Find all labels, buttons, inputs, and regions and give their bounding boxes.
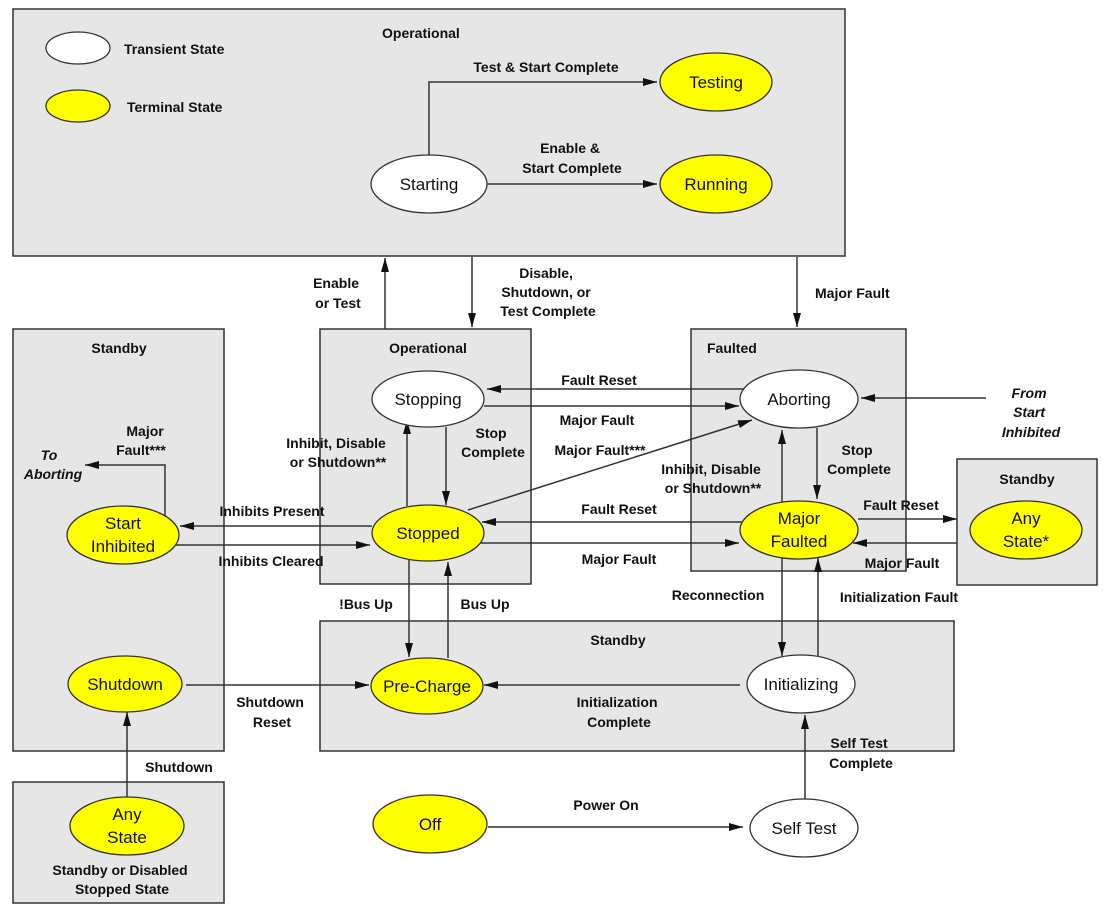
- state-label: Aborting: [767, 390, 830, 409]
- label-major-fault-top: Major Fault: [815, 285, 890, 301]
- arrow-starting-testing: [428, 78, 657, 155]
- state-self-test: Self Test: [749, 798, 859, 858]
- label-initialization-fault: Initialization Fault: [840, 589, 959, 605]
- label-inhibit-faulted: Inhibit, Disable or Shutdown**: [661, 461, 764, 496]
- state-label: State*: [1003, 532, 1050, 551]
- label-major-fault-stopping: Major Fault: [560, 412, 635, 428]
- legend-terminal-label: Terminal State: [127, 99, 223, 115]
- label-inhibits-present: Inhibits Present: [219, 503, 324, 519]
- state-any-state-bottom: Any State: [69, 796, 185, 856]
- label-fault-reset-any: Fault Reset: [863, 497, 939, 513]
- state-label: Off: [419, 815, 442, 834]
- label-major-fault-any: Major Fault: [865, 555, 940, 571]
- state-label: Stopping: [394, 390, 461, 409]
- label-power-on: Power On: [573, 797, 638, 813]
- group-title-standby-right: Standby: [999, 471, 1054, 487]
- label-from-start-inhibited: From Start Inhibited: [1002, 385, 1061, 440]
- group-title-stopped-state: Standby or Disabled Stopped State: [52, 862, 191, 897]
- label-fault-reset-stopped: Fault Reset: [581, 501, 657, 517]
- label-stop-complete-mid: Stop Complete: [461, 425, 525, 460]
- label-inhibits-cleared: Inhibits Cleared: [218, 553, 323, 569]
- state-label: Starting: [400, 175, 459, 194]
- group-title-line: Stopped State: [75, 881, 169, 897]
- state-label: Stopped: [396, 524, 459, 543]
- label-major-fault-diag: Major Fault***: [554, 442, 646, 458]
- state-label: Any: [1011, 509, 1041, 528]
- label-shutdown: Shutdown: [145, 759, 213, 775]
- label-shutdown-reset: Shutdown Reset: [236, 694, 308, 730]
- label-fault-reset-stopping: Fault Reset: [561, 372, 637, 388]
- label-stop-complete-faulted: Stop Complete: [827, 442, 891, 477]
- label-enable-start-complete: Enable & Start Complete: [522, 140, 622, 176]
- group-title-line: Standby or Disabled: [52, 862, 187, 878]
- label-major-fault-inhibited: Major Fault***: [116, 423, 168, 458]
- state-stopped: Stopped: [371, 504, 485, 562]
- label-reconnection: Reconnection: [672, 587, 765, 603]
- label-inhibit-mid: Inhibit, Disable or Shutdown**: [286, 435, 389, 470]
- state-aborting: Aborting: [739, 369, 859, 429]
- group-title-faulted: Faulted: [707, 340, 757, 356]
- state-label: Initializing: [764, 675, 839, 694]
- label-not-bus-up: !Bus Up: [339, 596, 393, 612]
- state-shutdown: Shutdown: [67, 655, 183, 713]
- state-label: Any: [112, 805, 142, 824]
- arrow-to-aborting: [85, 461, 166, 517]
- state-initializing: Initializing: [746, 654, 856, 714]
- state-pre-charge: Pre-Charge: [370, 657, 484, 715]
- label-major-fault-stopped: Major Fault: [582, 551, 657, 567]
- label-enable-or-test: Enable or Test: [313, 275, 363, 311]
- state-label: Inhibited: [91, 537, 155, 556]
- state-stopping: Stopping: [371, 370, 485, 428]
- state-label: Faulted: [771, 532, 828, 551]
- label-disable-shutdown-test: Disable, Shutdown, or Test Complete: [500, 265, 596, 319]
- label-to-aborting: To Aborting: [23, 447, 83, 482]
- state-any-state-right: Any State*: [969, 500, 1083, 560]
- state-label: Shutdown: [87, 675, 163, 694]
- state-start-inhibited: Start Inhibited: [66, 505, 180, 565]
- group-title-standby-bottom: Standby: [590, 632, 645, 648]
- state-label: Pre-Charge: [383, 677, 471, 696]
- state-major-faulted: Major Faulted: [739, 500, 859, 560]
- legend-terminal-swatch: [45, 89, 111, 123]
- state-label: Testing: [689, 73, 743, 92]
- group-title-operational-top: Operational: [382, 25, 460, 41]
- label-self-test-complete: Self Test Complete: [829, 735, 893, 771]
- state-label: Running: [684, 175, 747, 194]
- label-bus-up: Bus Up: [461, 596, 510, 612]
- group-title-operational-mid: Operational: [389, 340, 467, 356]
- state-label: Self Test: [772, 819, 837, 838]
- label-initialization-complete: Initialization Complete: [577, 694, 662, 730]
- group-title-standby-left: Standby: [91, 340, 146, 356]
- legend-transient-label: Transient State: [124, 41, 225, 57]
- state-label: Start: [105, 514, 141, 533]
- state-running: Running: [659, 154, 773, 214]
- label-test-start-complete: Test & Start Complete: [473, 59, 618, 75]
- legend-transient-swatch: [45, 31, 111, 65]
- state-testing: Testing: [659, 52, 773, 112]
- state-label: Major: [778, 509, 821, 528]
- state-label: State: [107, 828, 147, 847]
- arrow-major-fault-diag: [467, 419, 753, 511]
- state-starting: Starting: [370, 154, 488, 214]
- state-off: Off: [372, 794, 488, 854]
